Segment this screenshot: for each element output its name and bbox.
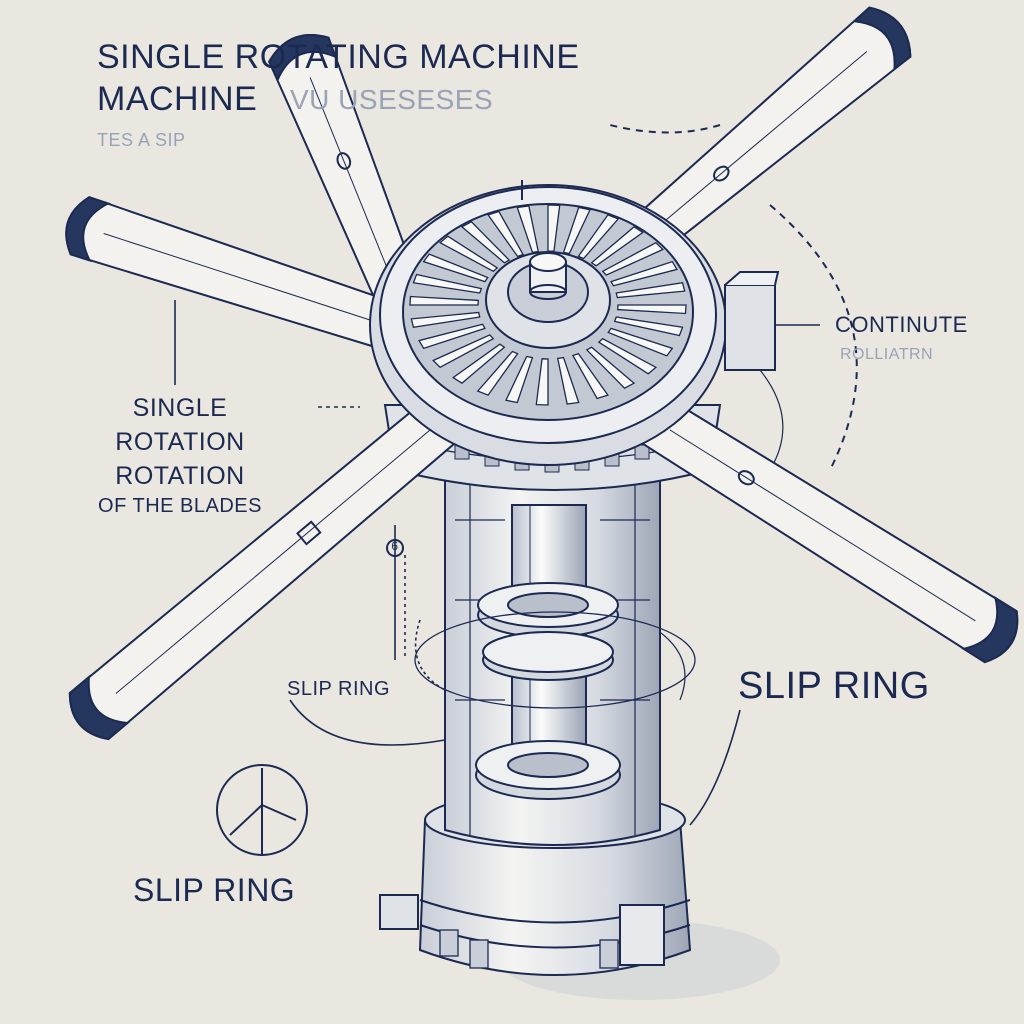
hub-fin <box>418 323 486 350</box>
slip-ring-label-bottom: SLIP RING <box>133 872 296 908</box>
hub-fin <box>585 346 636 389</box>
hub-fin <box>562 206 591 255</box>
hub-fin <box>410 311 481 328</box>
hub-fin <box>607 327 674 357</box>
side-box <box>724 271 780 371</box>
hub-fin <box>476 350 519 396</box>
hub-fin <box>505 355 534 404</box>
blade-upper-left <box>268 33 430 329</box>
blade-upper-right <box>629 6 912 257</box>
title-line-1: SINGLE ROTATING MACHINE <box>97 38 580 76</box>
hub-fin <box>556 356 580 405</box>
hub-fin <box>432 334 495 369</box>
blade-lower-right <box>637 395 1019 664</box>
title-faded-line: TES A SIP <box>97 130 186 150</box>
blade-lower-left <box>68 395 464 741</box>
left-label-line-4: OF THE BLADES <box>98 495 262 518</box>
hub-fin <box>460 221 511 264</box>
title-fragment: VU USESESES <box>290 84 494 115</box>
left-label-line-2: ROTATION <box>115 427 245 456</box>
right-label-line-2: ROLLIATRN <box>840 346 934 363</box>
rotor-hub <box>369 180 727 466</box>
slip-ring-label-left: SLIP RING <box>287 678 391 700</box>
hub-fin <box>487 210 525 258</box>
slip-ring-label-right: SLIP RING <box>738 665 930 707</box>
callout-marker-text: 6 <box>391 539 399 553</box>
left-label-line-1: SINGLE <box>132 394 228 422</box>
hub-fin <box>617 304 687 315</box>
hub-fin <box>597 337 658 375</box>
slip-ring-lower <box>475 740 621 800</box>
leader-lines <box>174 300 820 826</box>
slip-ring-upper <box>477 582 619 681</box>
hub-fin <box>613 316 684 337</box>
left-label-line-3: ROTATION <box>115 461 245 490</box>
hub-fin <box>535 358 549 406</box>
hub-fin <box>409 295 479 306</box>
wind-turbine-icon <box>216 764 308 856</box>
rotation-arcs <box>609 124 858 471</box>
blade-left <box>65 196 398 351</box>
right-label-line-1: CONTINUTE <box>835 312 968 337</box>
hub-fin <box>610 260 678 287</box>
hub-fin <box>422 253 489 283</box>
hub-fin <box>615 282 686 299</box>
hub-fin <box>451 343 506 384</box>
hub-fin <box>601 241 664 276</box>
hub-fin <box>412 273 483 294</box>
hub-fin <box>438 235 499 273</box>
tower <box>379 404 722 976</box>
blades <box>65 6 1019 741</box>
hub-fin <box>577 214 620 260</box>
callout-marker <box>386 539 404 557</box>
left-label: SINGLE ROTATION ROTATION OF THE BLADES <box>70 392 290 520</box>
title-line-2: MACHINE <box>97 80 258 118</box>
hub-fin <box>590 226 645 267</box>
hub-fin <box>571 352 609 400</box>
